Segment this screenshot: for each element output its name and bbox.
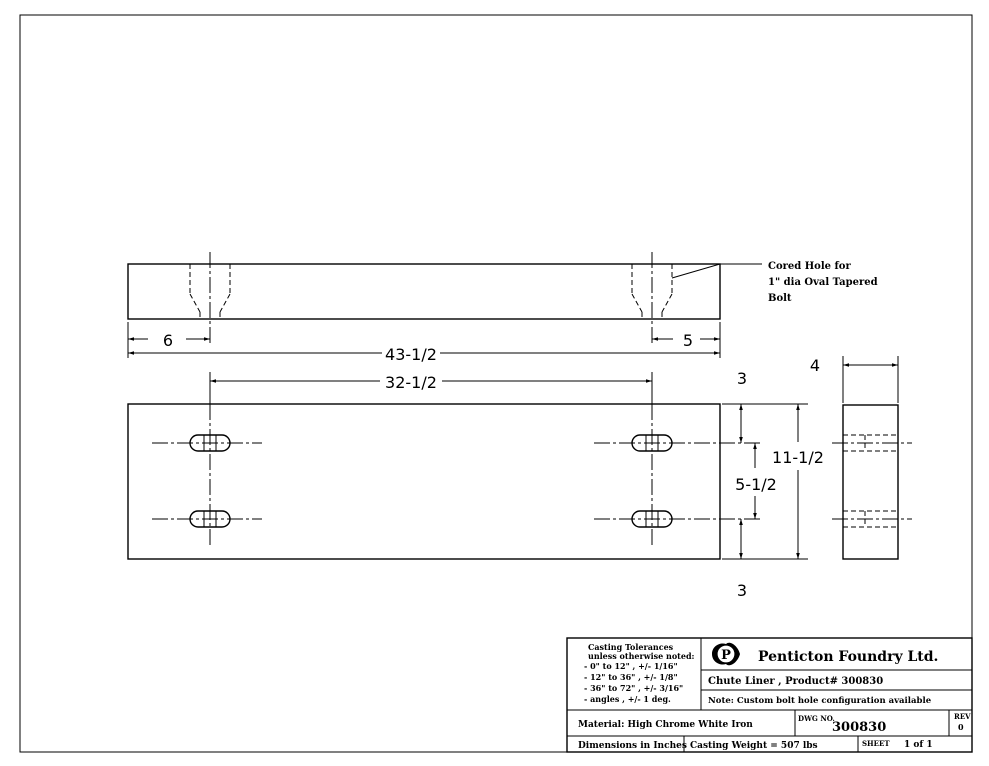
tolerance-row-3: - 36" to 72" , +/- 3/16" <box>584 683 683 693</box>
drawing-border <box>19 14 973 753</box>
custom-note: Note: Custom bolt hole configuration ava… <box>708 696 932 706</box>
rev-label: REV <box>954 712 971 721</box>
front-view-hole-left <box>189 252 231 345</box>
dim-thickness: 4 <box>810 356 898 375</box>
dim-hole-vertical-value: 5-1/2 <box>735 475 777 494</box>
dim-top-edge-value: 3 <box>737 369 747 388</box>
dim-hole-vertical: 5-1/2 <box>735 443 777 519</box>
sheet-label: SHEET <box>862 739 890 748</box>
company-name: Penticton Foundry Ltd. <box>758 649 938 665</box>
dim-thickness-value: 4 <box>810 356 820 375</box>
plan-view-outline <box>127 403 721 560</box>
dim-left-offset-value: 6 <box>163 331 173 350</box>
tolerance-row-1: - 0" to 12" , +/- 1/16" <box>584 661 678 671</box>
dim-overall-width: 11-1/2 <box>772 404 824 559</box>
sheet-value: 1 of 1 <box>904 740 933 750</box>
casting-weight: Casting Weight = 507 lbs <box>690 741 818 751</box>
dim-bottom-edge-value: 3 <box>737 581 747 600</box>
plan-view: 32-1/2 <box>127 369 824 600</box>
dim-overall-width-value: 11-1/2 <box>772 448 824 467</box>
slot-hole-bottom-left <box>189 510 231 528</box>
dimension-units: Dimensions in Inches <box>578 741 687 751</box>
material: Material: High Chrome White Iron <box>578 720 753 730</box>
slot-hole-top-left <box>189 434 231 452</box>
side-view-outline <box>842 404 899 560</box>
callout-leader <box>671 263 762 279</box>
slot-hole-top-right <box>631 434 673 452</box>
dwg-number-label: DWG NO. <box>798 714 835 723</box>
tolerance-row-2: - 12" to 36" , +/- 1/8" <box>584 672 678 682</box>
front-view: Cored Hole for 1" dia Oval Tapered Bolt … <box>127 252 878 364</box>
dim-top-edge: 3 <box>737 369 747 443</box>
title-block: Casting Tolerances unless otherwise note… <box>566 637 973 753</box>
dim-hole-spacing-value: 32-1/2 <box>385 373 437 392</box>
tolerance-heading-2: unless otherwise noted: <box>588 651 695 661</box>
dim-right-offset: 5 <box>652 331 720 350</box>
slot-hole-bottom-right <box>631 510 673 528</box>
company-logo-icon: P <box>712 642 740 666</box>
callout-line-1: Cored Hole for <box>768 261 851 272</box>
logo-letter: P <box>721 648 731 663</box>
dim-left-offset: 6 <box>128 331 210 350</box>
dwg-number: 300830 <box>832 720 886 735</box>
tolerance-row-4: - angles , +/- 1 deg. <box>584 694 671 704</box>
side-view: 4 <box>810 356 912 560</box>
callout-line-3: Bolt <box>768 293 792 304</box>
dim-overall-length-value: 43-1/2 <box>385 345 437 364</box>
front-view-outline <box>127 263 721 320</box>
dim-right-offset-value: 5 <box>683 331 693 350</box>
dim-hole-spacing: 32-1/2 <box>209 372 653 404</box>
dim-overall-length: 43-1/2 <box>128 345 720 364</box>
front-view-hole-right <box>631 252 673 345</box>
dim-bottom-edge: 3 <box>737 519 747 600</box>
callout-line-2: 1" dia Oval Tapered <box>768 277 878 288</box>
part-description: Chute Liner , Product# 300830 <box>708 676 883 687</box>
rev-value: 0 <box>958 722 964 732</box>
tolerance-heading-1: Casting Tolerances <box>588 642 674 652</box>
